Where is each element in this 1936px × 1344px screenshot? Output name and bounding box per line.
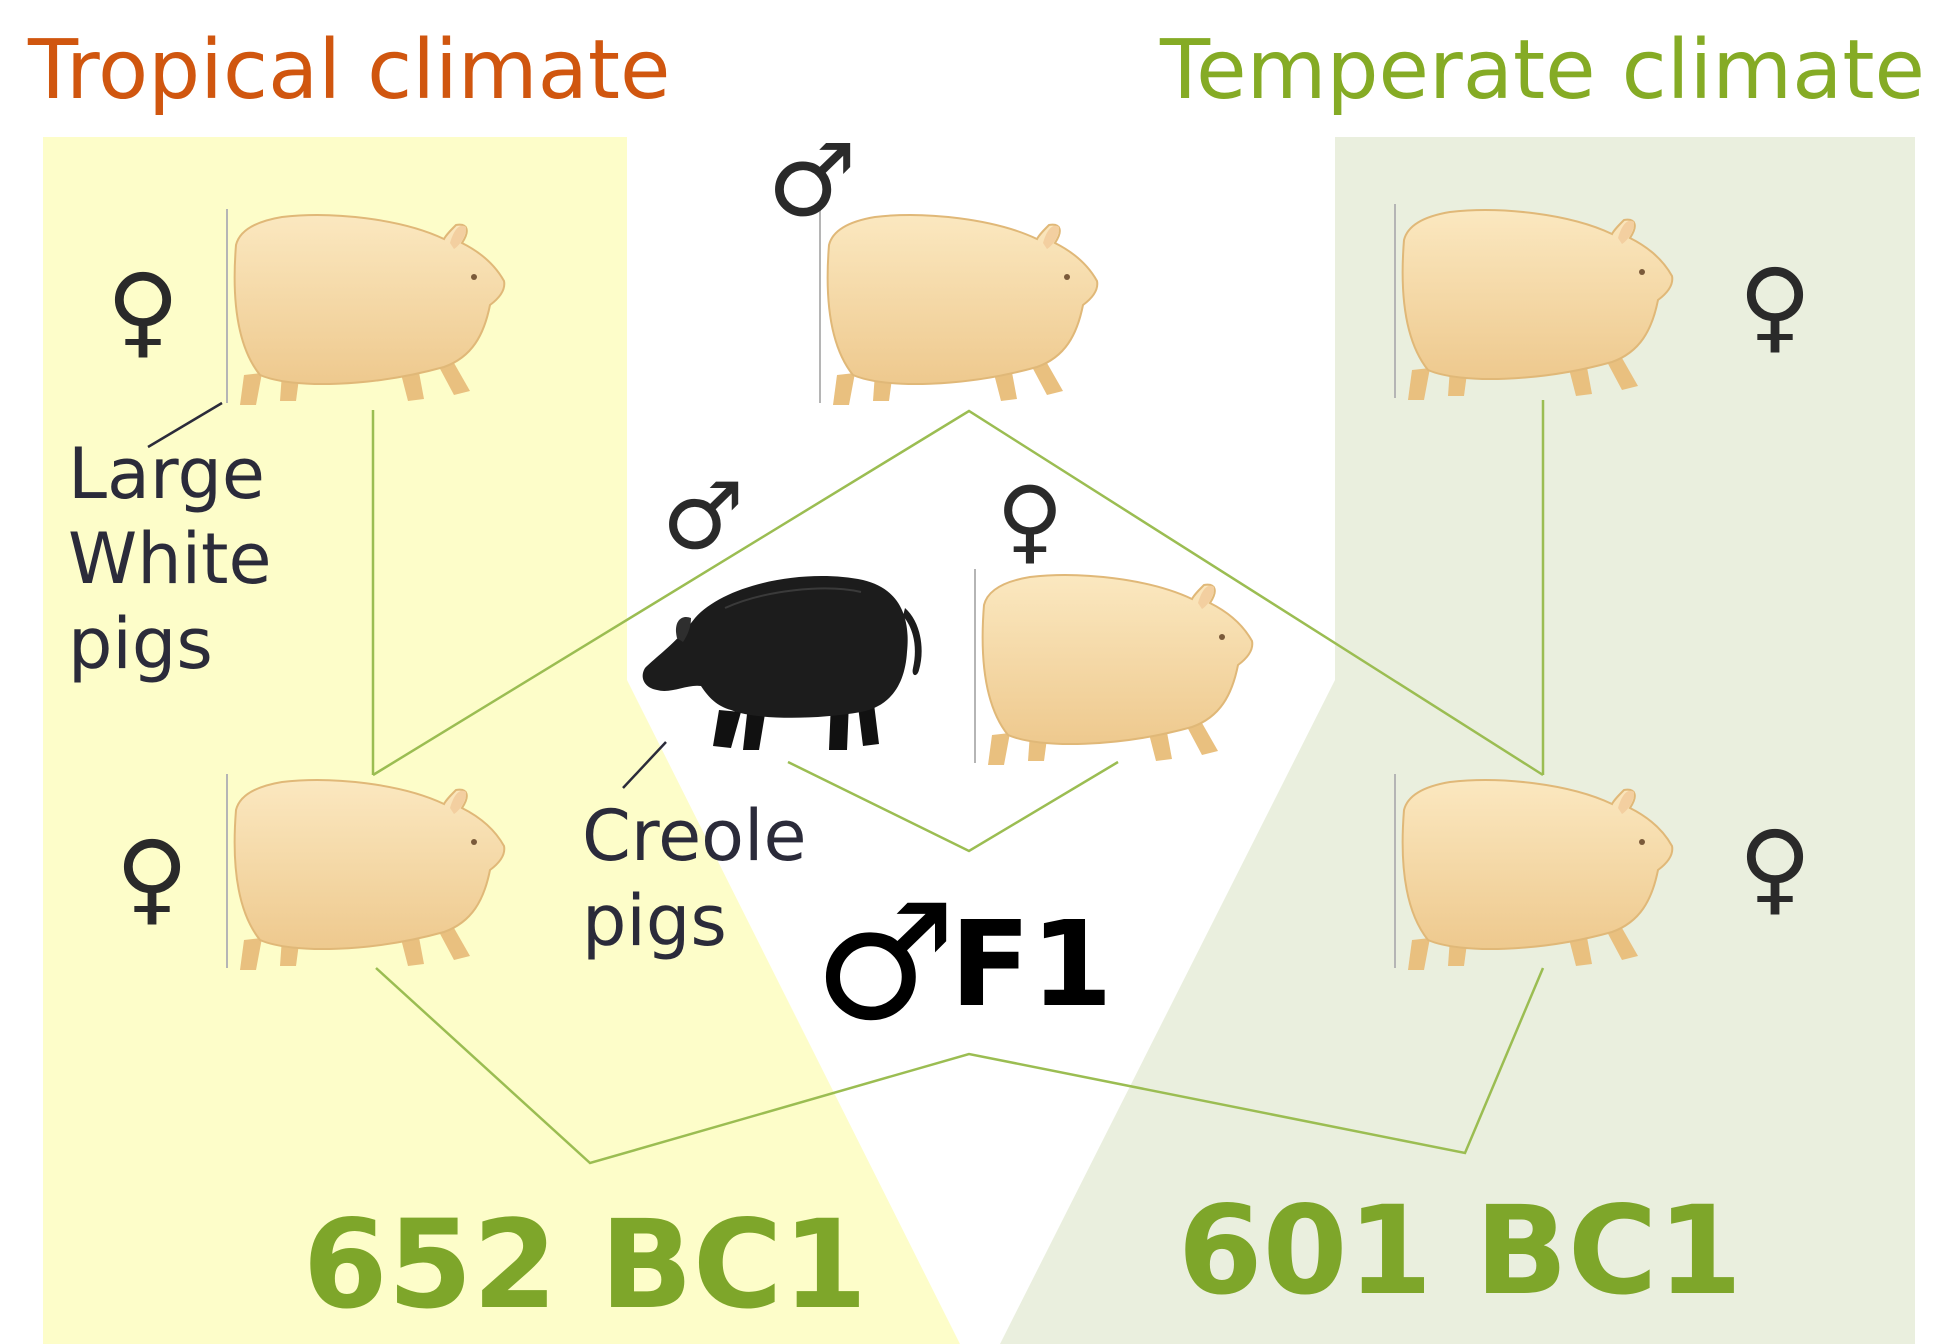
temperate-zone <box>1000 137 1915 1344</box>
male-symbol: ♂ <box>767 122 857 239</box>
f1-label: F1 <box>950 895 1113 1033</box>
large-white-label-line: Large <box>68 433 265 515</box>
female-symbol: ♀ <box>115 819 188 936</box>
female-symbol: ♀ <box>106 252 179 369</box>
temperate-bc1-count: 601 BC1 <box>1178 1180 1743 1322</box>
connector-parents <box>787 760 1119 853</box>
female-symbol: ♀ <box>996 467 1063 574</box>
female-symbol: ♀ <box>1738 809 1811 926</box>
connector-bc1 <box>375 967 1545 1165</box>
tropical-zone <box>43 137 960 1344</box>
female-symbol: ♀ <box>1738 247 1811 364</box>
creole-label-line: pigs <box>582 880 727 962</box>
tropical-bc1-count: 652 BC1 <box>303 1194 868 1336</box>
pointer-large-white <box>147 401 223 449</box>
male-symbol: ♂ <box>813 869 956 1056</box>
large-white-pig-icon <box>974 568 1254 766</box>
creole-pig-icon <box>641 575 923 751</box>
creole-label-line: Creole <box>582 795 807 877</box>
temperate-heading: Temperate climate <box>1159 23 1925 118</box>
connector-lines <box>147 400 1545 1165</box>
pointer-creole <box>622 741 667 789</box>
large-white-label-line: White <box>68 518 272 600</box>
large-white-pig-icon <box>819 208 1099 406</box>
large-white-label-line: pigs <box>68 603 213 685</box>
tropical-heading: Tropical climate <box>27 23 671 118</box>
male-symbol: ♂ <box>662 463 744 570</box>
connector-f1-upper <box>372 409 1544 777</box>
